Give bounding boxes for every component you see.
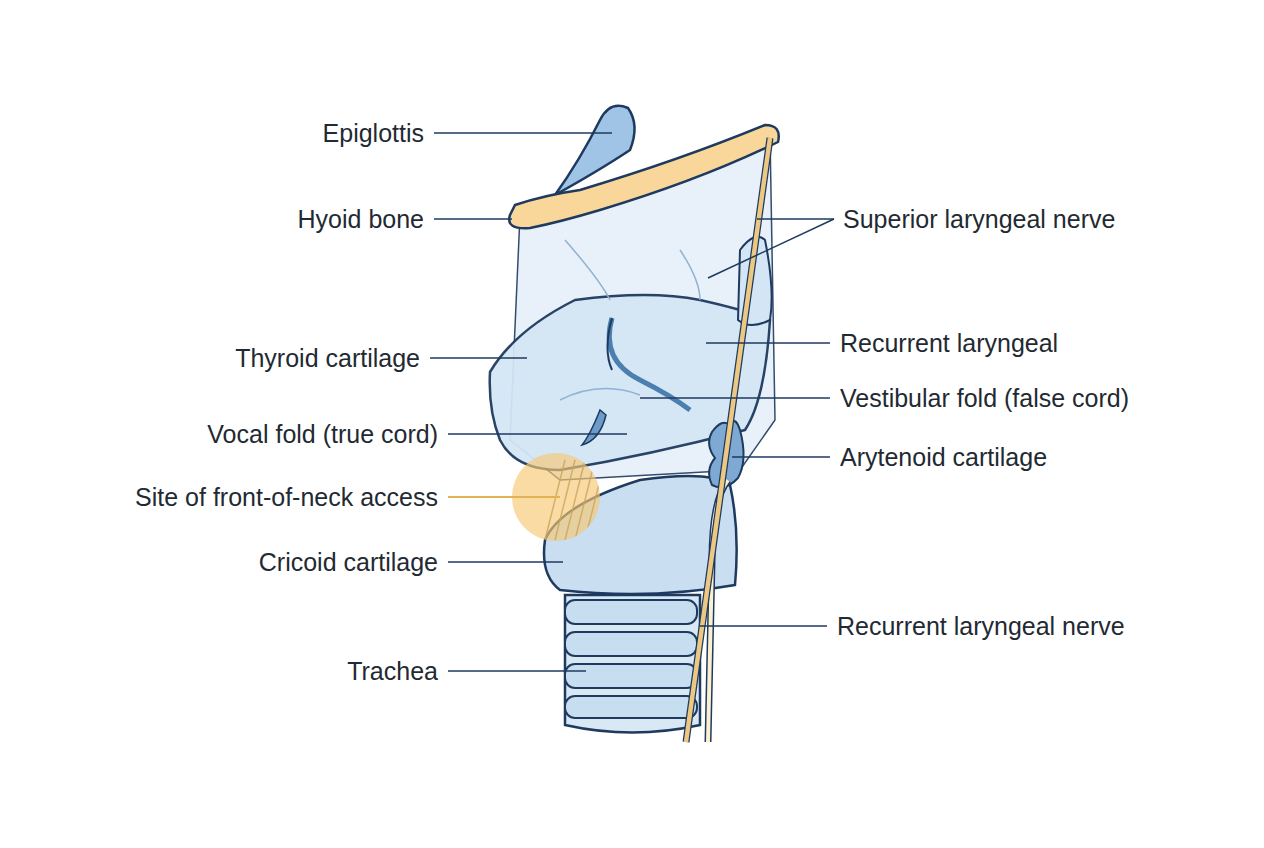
part-label: Site of front-of-neck access bbox=[135, 482, 438, 512]
part-label: Thyroid cartilage bbox=[235, 343, 420, 373]
trachea bbox=[565, 595, 700, 733]
part-label: Superior laryngeal nerve bbox=[843, 204, 1115, 234]
part-label: Trachea bbox=[347, 656, 438, 686]
part-label: Epiglottis bbox=[323, 118, 424, 148]
part-label: Recurrent laryngeal nerve bbox=[837, 611, 1125, 641]
part-label: Cricoid cartilage bbox=[259, 547, 438, 577]
hyoid-bone bbox=[509, 125, 779, 228]
superior-nerve bbox=[686, 138, 770, 742]
leader-line bbox=[448, 496, 560, 498]
vocal-fold bbox=[582, 410, 606, 445]
part-label: Arytenoid cartilage bbox=[840, 442, 1047, 472]
part-label: Vocal fold (true cord) bbox=[207, 419, 438, 449]
part-label: Recurrent laryngeal bbox=[840, 328, 1058, 358]
leader-lines bbox=[430, 133, 834, 671]
vestibular-fold bbox=[609, 318, 690, 410]
part-label: Vestibular fold (false cord) bbox=[840, 383, 1129, 413]
part-label: Hyoid bone bbox=[298, 204, 424, 234]
tracheal-rings bbox=[565, 600, 697, 718]
